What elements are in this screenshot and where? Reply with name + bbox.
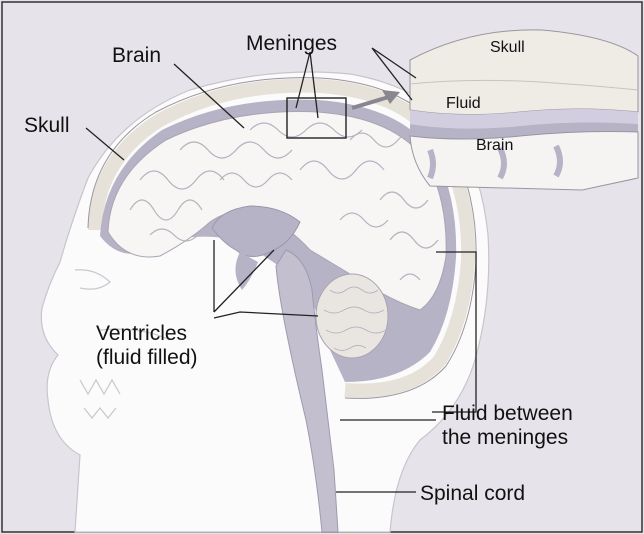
inset-fluid-label: Fluid <box>446 95 481 112</box>
inset-skull-label: Skull <box>490 39 525 56</box>
cerebellum <box>316 274 388 358</box>
meninges-label: Meninges <box>246 32 337 55</box>
skull-label: Skull <box>24 114 70 137</box>
fluid-between-label: Fluid between <box>442 402 573 425</box>
ventricles-label: Ventricles <box>96 322 187 345</box>
brain-label: Brain <box>112 44 161 67</box>
inset-brain-label: Brain <box>476 137 513 154</box>
spinal-cord-label: Spinal cord <box>420 482 525 505</box>
ventricles-sublabel: (fluid filled) <box>96 346 198 369</box>
fluid-between-sublabel: the meninges <box>442 426 568 449</box>
